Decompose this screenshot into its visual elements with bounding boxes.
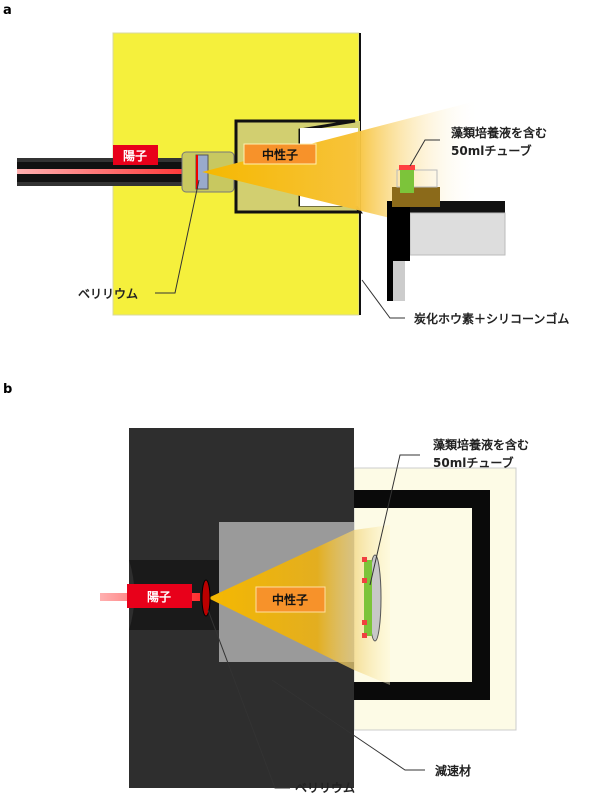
table-side [387, 201, 410, 261]
moderator-leader [271, 679, 425, 771]
panel-label-b: b [3, 382, 12, 397]
table-leg-face [393, 261, 405, 301]
neutron-label: 中性子 [262, 147, 298, 162]
tube-cap [399, 165, 415, 170]
beryllium-leader [207, 609, 290, 789]
shield-frame [354, 490, 490, 700]
beryllium-leader [155, 179, 200, 294]
panel-a: a 陽子 中性子 藻類培養液を含む 50mlチューブ ベリリ [3, 3, 569, 326]
algae-tube [400, 167, 414, 193]
table-leg [387, 261, 393, 301]
moderator-label: 減速材 [435, 763, 471, 778]
tube-label-line2: 50mlチューブ [433, 455, 514, 470]
panel-b: b 陽子 中性子 藻類培養液を含む 50mlチューブ 減速材 ベリリウム [3, 382, 529, 795]
shield-label: 炭化ホウ素＋シリコーンゴム [414, 311, 569, 326]
neutron-box [255, 586, 326, 613]
neutron-box [243, 143, 317, 165]
tube-label-line2: 50mlチューブ [451, 143, 532, 158]
beryllium-target [201, 579, 211, 617]
proton-box [113, 145, 158, 165]
algae-tube [364, 560, 372, 636]
tube-rack [396, 169, 438, 188]
table-body [409, 212, 506, 256]
tube-stand [392, 187, 440, 207]
proton-label: 陽子 [123, 149, 147, 163]
beryllium-label: ベリリウム [295, 781, 355, 795]
shield-leader [361, 279, 405, 319]
proton-label: 陽子 [147, 590, 171, 604]
proton-beam [17, 169, 197, 174]
neutron-label: 中性子 [272, 592, 308, 607]
tube-label-line1: 藻類培養液を含む [433, 437, 529, 452]
tube-leader [369, 454, 420, 586]
proton-box [127, 584, 192, 608]
tube-caps [362, 557, 367, 638]
beryllium-label: ベリリウム [78, 287, 138, 301]
tube-leader [409, 139, 440, 167]
tube-label-line1: 藻類培養液を含む [451, 125, 547, 140]
panel-label-a: a [3, 3, 12, 18]
